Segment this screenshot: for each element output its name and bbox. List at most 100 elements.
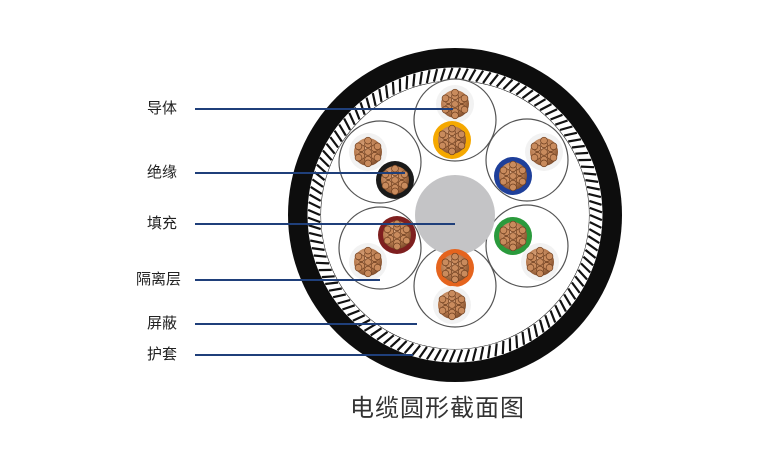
braid-strand (580, 165, 595, 169)
copper-strand (373, 252, 382, 261)
insulated-conductor (349, 133, 387, 171)
braid-strand (333, 130, 343, 143)
braid-strand (577, 269, 588, 281)
braid-strand (533, 323, 539, 338)
copper-strand (448, 124, 456, 133)
braid-strand (315, 261, 330, 265)
braid-strand (419, 71, 423, 85)
braid-strand (582, 255, 594, 267)
braid-strand (533, 98, 547, 107)
copper-strand (373, 263, 382, 272)
insulated-conductor (525, 133, 563, 171)
braid-strand (453, 67, 462, 81)
copper-strand (391, 187, 399, 196)
braid-strand (589, 206, 603, 214)
braid-strand (468, 68, 477, 82)
braid-strand (588, 192, 602, 199)
copper-strand (441, 94, 450, 103)
insulated-conductor (494, 217, 532, 255)
braid-strand (347, 309, 360, 317)
braid-strand (391, 81, 395, 95)
braid-strand (396, 340, 408, 352)
braid-strand (318, 156, 330, 168)
shield-braid (307, 67, 603, 363)
copper-strand (354, 142, 363, 151)
copper-strand (383, 236, 392, 245)
braid-strand (338, 123, 347, 137)
braid-strand (325, 142, 336, 155)
braid-strand (411, 344, 421, 357)
copper-strand (509, 220, 517, 229)
copper-strand (364, 148, 372, 156)
braid-strand (554, 304, 562, 318)
braid-strand (502, 78, 514, 90)
conductors (349, 85, 563, 324)
copper-strand (364, 246, 372, 255)
braid-strand (441, 349, 449, 362)
copper-strand (402, 236, 411, 245)
braid-strand (325, 281, 339, 286)
braid-strand (337, 298, 351, 305)
braid-strand (425, 347, 435, 360)
braid-strand (568, 138, 582, 143)
braid-strand (384, 85, 389, 99)
copper-strand (457, 306, 466, 315)
braid-strand (307, 208, 321, 217)
braid-strand (378, 88, 383, 102)
copper-strand (499, 237, 508, 246)
copper-strand (526, 263, 535, 272)
copper-strand (518, 166, 527, 175)
braid-strand (585, 179, 599, 183)
braid-strand (461, 68, 469, 81)
braid-strand (432, 68, 439, 82)
braid-strand (571, 144, 585, 149)
braid-strand (464, 348, 471, 362)
braid-strand (308, 231, 322, 238)
copper-strand (451, 252, 459, 261)
copper-strand (391, 164, 399, 173)
braid-strand (494, 343, 498, 357)
insulated-conductor (436, 249, 474, 287)
braid-strand (580, 262, 592, 274)
braid-strand (544, 108, 558, 116)
braid-strand (412, 73, 416, 87)
copper-strand (448, 136, 456, 144)
braid-strand (544, 314, 551, 328)
braid-strand (521, 331, 526, 345)
braid-strand (527, 328, 532, 342)
copper-strand (402, 225, 411, 234)
braid-strand (310, 185, 323, 195)
copper-strand (536, 258, 544, 266)
leader-line-insulation (195, 172, 405, 174)
copper-strand (364, 258, 372, 266)
braid-strand (527, 93, 540, 103)
braid-strand (539, 103, 553, 112)
braid-strand (352, 314, 366, 322)
leader-line-filler (195, 223, 455, 225)
braid-strand (521, 89, 534, 99)
braid-strand (584, 249, 597, 259)
copper-strand (518, 237, 527, 246)
copper-strand (540, 159, 548, 168)
insulated-conductor (521, 243, 559, 281)
copper-strand (438, 306, 447, 315)
copper-strand (509, 183, 517, 192)
copper-strand (460, 269, 469, 278)
braid-strand (363, 323, 377, 332)
copper-strand (354, 263, 363, 272)
copper-strand (451, 264, 459, 272)
braid-strand (563, 293, 572, 307)
copper-strand (373, 142, 382, 151)
braid-strand (588, 228, 602, 237)
copper-strand (499, 177, 508, 186)
braid-strand (571, 281, 581, 294)
copper-strand (438, 141, 447, 150)
braid-strand (370, 327, 383, 337)
copper-strand (509, 172, 517, 180)
copper-strand (400, 181, 409, 190)
copper-strand (373, 153, 382, 162)
copper-strand (549, 153, 558, 162)
leader-line-separator (195, 279, 380, 281)
copper-strand (364, 136, 372, 145)
